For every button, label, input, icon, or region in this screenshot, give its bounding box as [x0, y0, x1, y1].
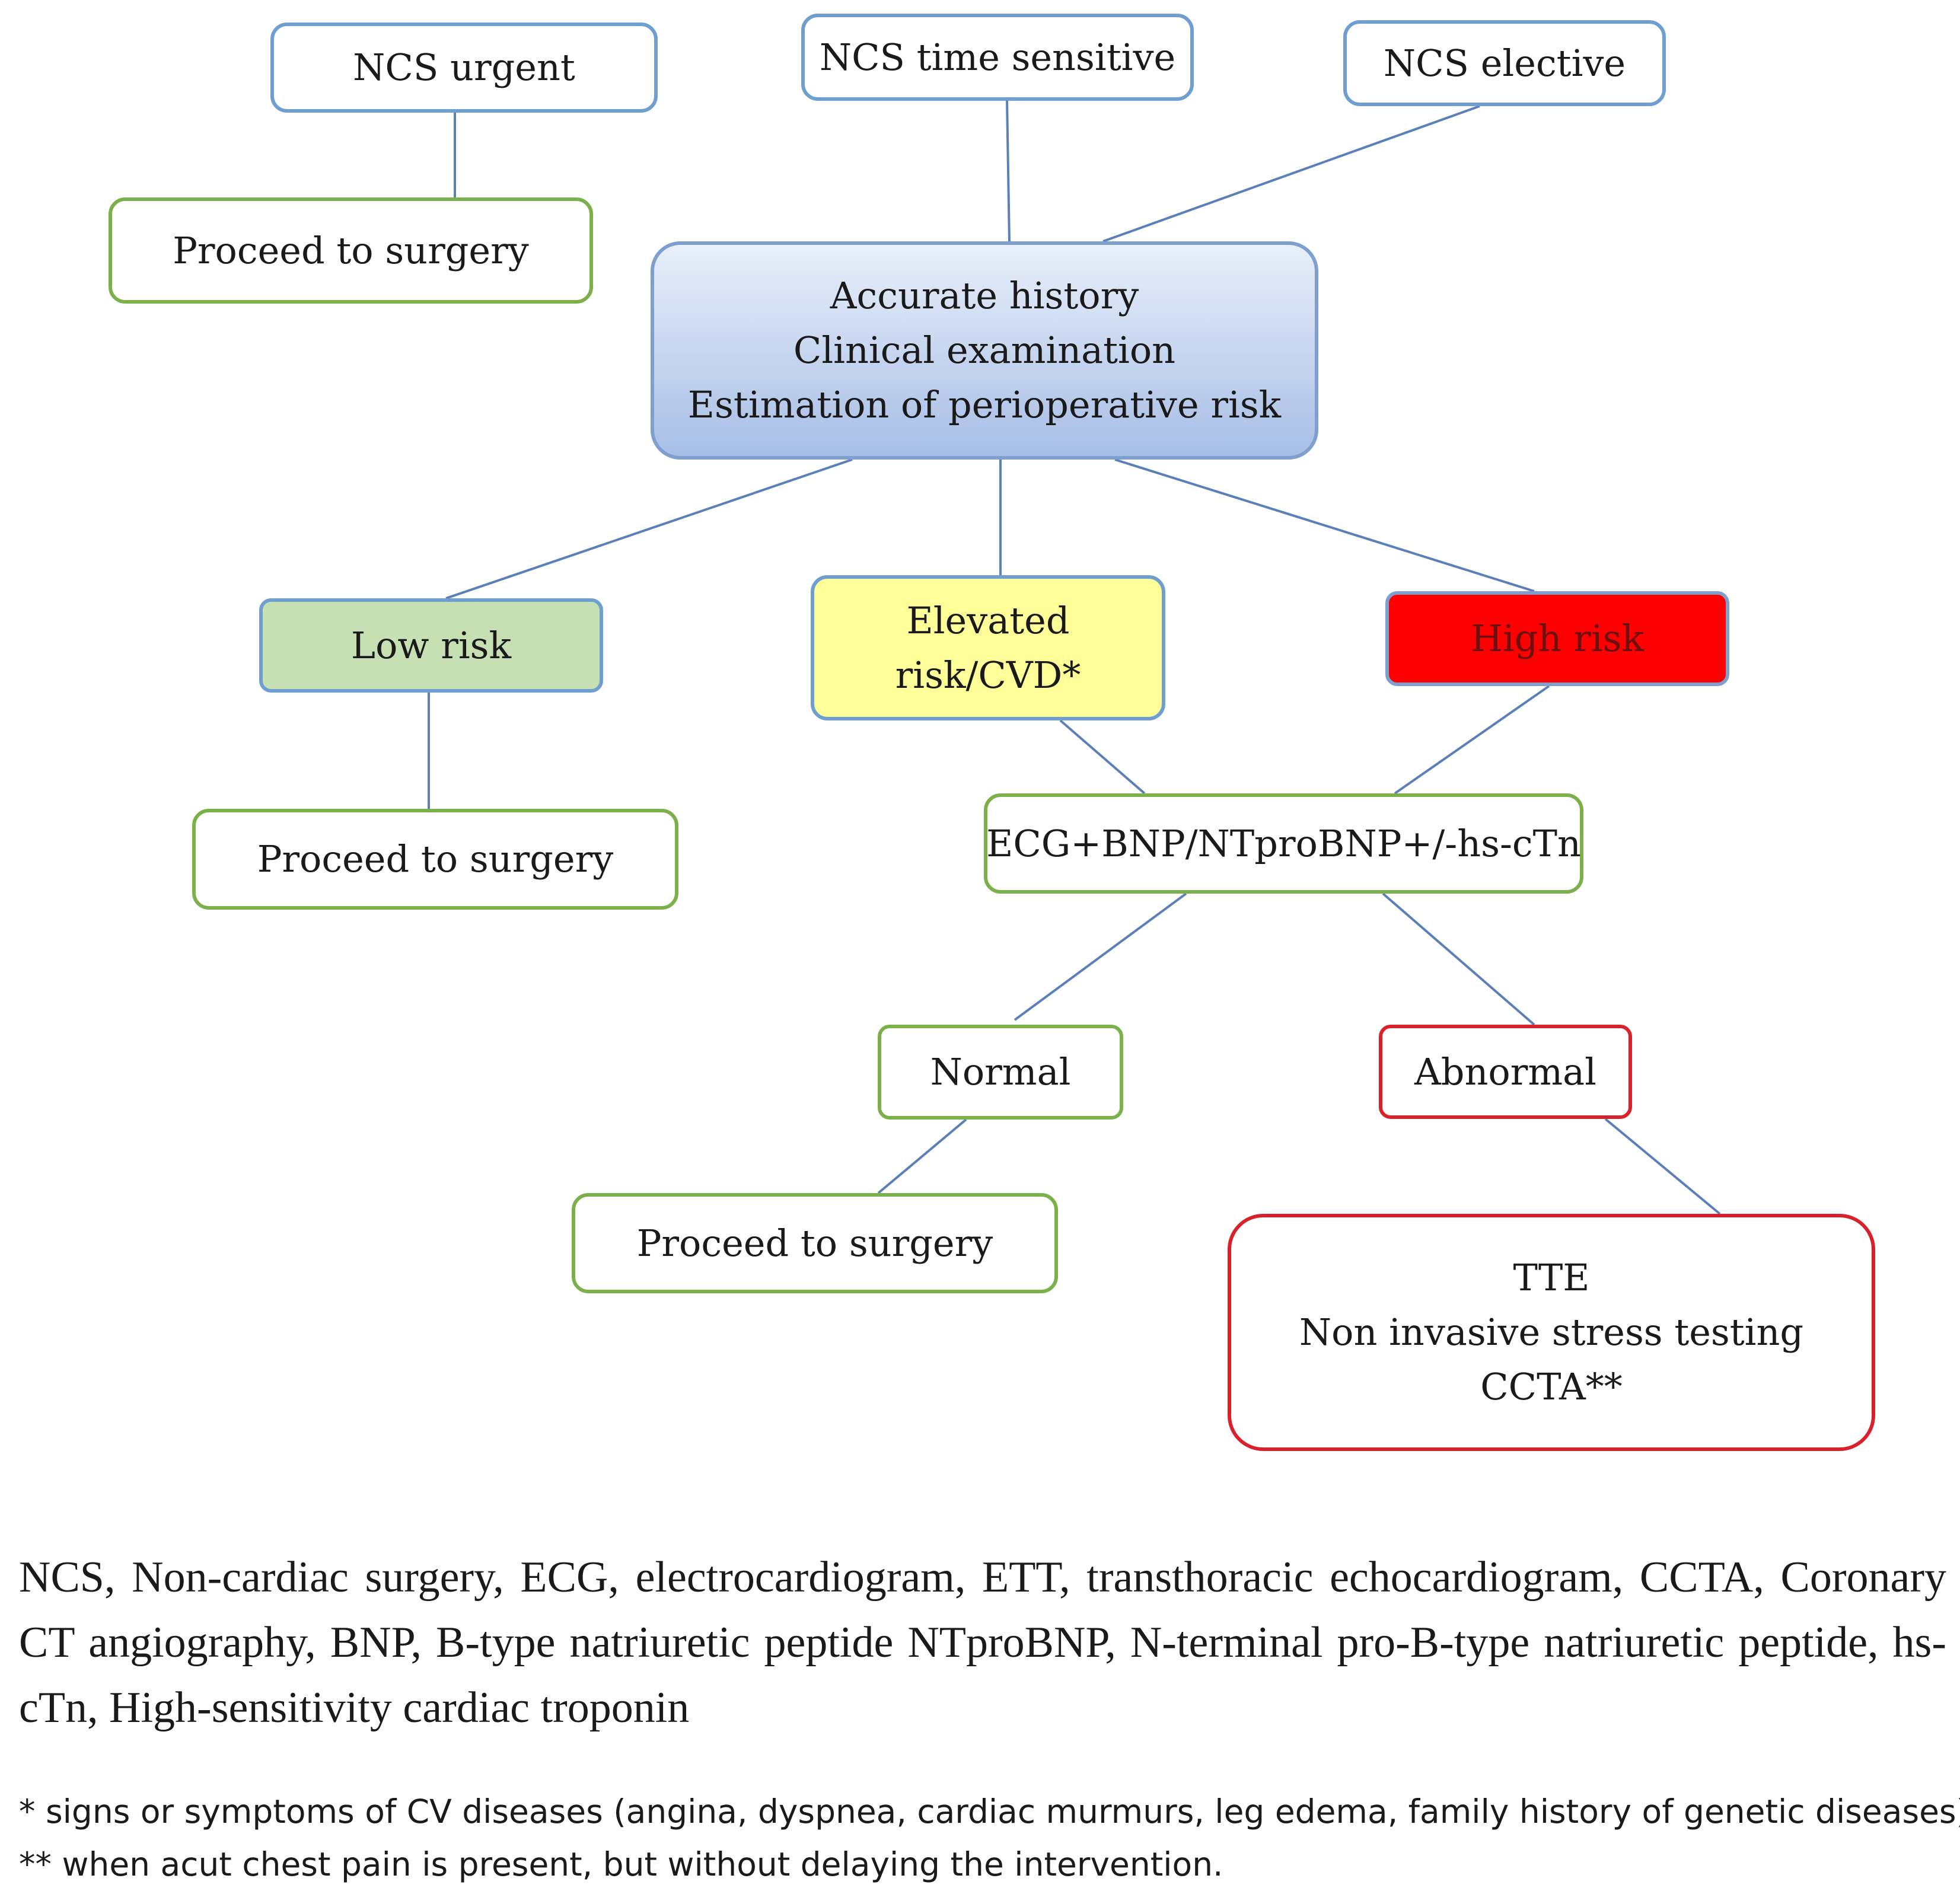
connector-abnormal-to-further-tests — [1604, 1118, 1721, 1215]
connector-normal-to-proceed — [877, 1118, 967, 1194]
ncs-urgent-label: NCS urgent — [353, 46, 575, 89]
proceed-to-surgery-normal-box: Proceed to surgery — [572, 1193, 1058, 1293]
connector-assessment-to-low-risk — [445, 458, 853, 599]
proceed-to-surgery-low-risk-box: Proceed to surgery — [192, 809, 678, 910]
further-tests-line-stress: Non invasive stress testing — [1299, 1310, 1804, 1354]
connector-elective-to-assessment — [1102, 105, 1480, 243]
further-tests-box: TTE Non invasive stress testing CCTA** — [1228, 1214, 1875, 1451]
ncs-time-sensitive-label: NCS time sensitive — [819, 35, 1176, 79]
normal-label: Normal — [930, 1050, 1071, 1093]
footnote-single-star: * signs or symptoms of CV diseases (angi… — [19, 1793, 1960, 1831]
ncs-elective-box: NCS elective — [1343, 20, 1666, 106]
proceed-to-surgery-low-risk-label: Proceed to surgery — [257, 837, 614, 881]
high-risk-label: High risk — [1470, 617, 1645, 660]
elevated-risk-box: Elevated risk/CVD* — [811, 575, 1165, 720]
abnormal-label: Abnormal — [1414, 1050, 1596, 1093]
normal-box: Normal — [878, 1025, 1123, 1120]
connector-high-risk-to-biomarkers — [1394, 685, 1550, 795]
footnote-double-star: ** when acut chest pain is present, but … — [19, 1845, 1223, 1883]
biomarkers-box: ECG+BNP/NTproBNP+/-hs-cTn — [984, 793, 1583, 894]
ncs-elective-label: NCS elective — [1383, 41, 1626, 85]
proceed-to-surgery-urgent-box: Proceed to surgery — [109, 197, 593, 304]
assessment-box: Accurate history Clinical examination Es… — [651, 241, 1318, 460]
assessment-line-history: Accurate history — [830, 274, 1139, 317]
connector-assessment-to-high-risk — [1114, 458, 1535, 592]
high-risk-box: High risk — [1385, 591, 1729, 686]
proceed-to-surgery-normal-label: Proceed to surgery — [636, 1221, 993, 1265]
ncs-urgent-box: NCS urgent — [270, 23, 658, 113]
low-risk-box: Low risk — [259, 598, 603, 693]
connector-elevated-risk-to-biomarkers — [1059, 719, 1146, 795]
connector-time-sensitive-to-assessment — [1006, 99, 1011, 242]
low-risk-label: Low risk — [350, 623, 512, 667]
ncs-time-sensitive-box: NCS time sensitive — [801, 14, 1194, 101]
further-tests-line-ccta: CCTA** — [1480, 1365, 1623, 1408]
abnormal-box: Abnormal — [1379, 1025, 1632, 1119]
assessment-line-risk: Estimation of perioperative risk — [687, 383, 1282, 426]
elevated-risk-line-2: risk/CVD* — [895, 653, 1081, 697]
biomarkers-label: ECG+BNP/NTproBNP+/-hs-cTn — [986, 821, 1581, 865]
proceed-to-surgery-urgent-label: Proceed to surgery — [173, 228, 529, 272]
connector-biomarkers-to-normal — [1014, 892, 1187, 1021]
elevated-risk-line-1: Elevated — [906, 598, 1070, 642]
connector-biomarkers-to-abnormal — [1382, 892, 1535, 1026]
abbreviations-legend: NCS, Non-cardiac surgery, ECG, electroca… — [19, 1553, 1946, 1732]
further-tests-line-tte: TTE — [1513, 1256, 1590, 1299]
assessment-line-examination: Clinical examination — [793, 329, 1176, 372]
